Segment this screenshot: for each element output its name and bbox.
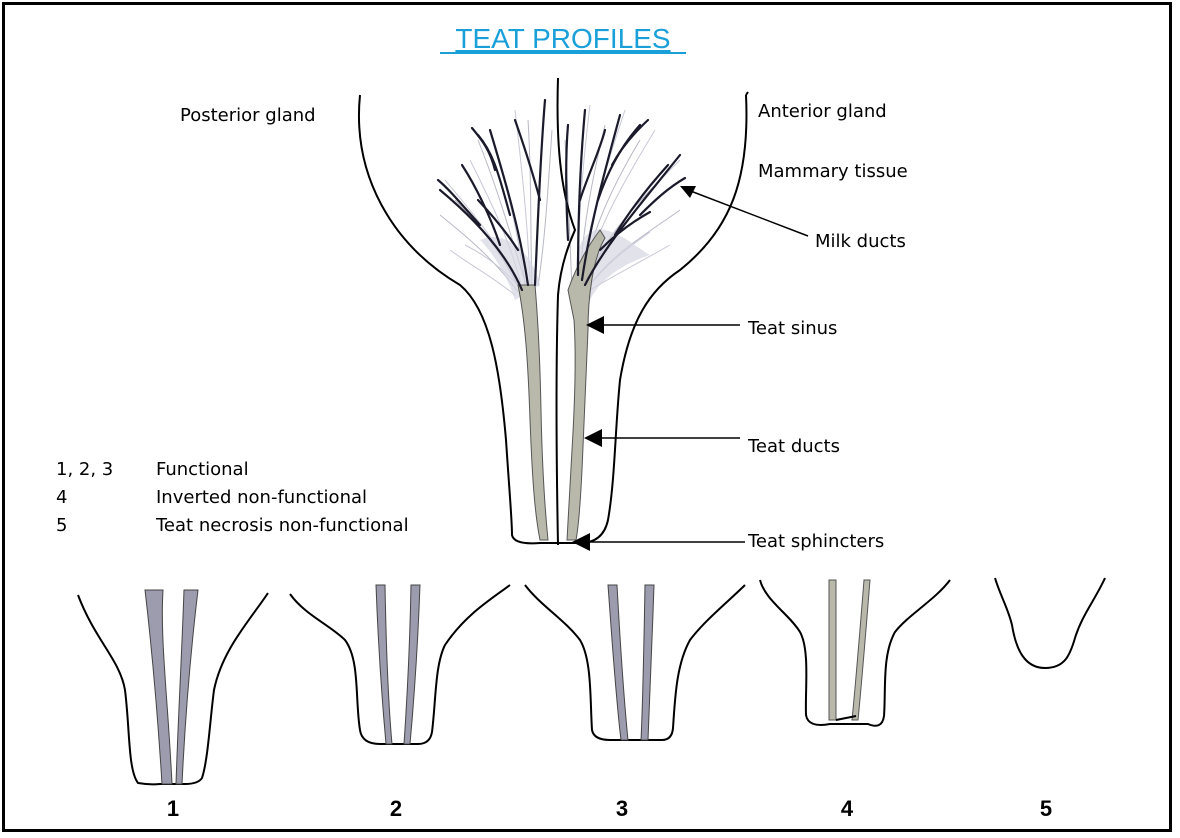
label-teat-sphincters: Teat sphincters [747, 531, 884, 552]
teat-profile-1 [78, 590, 268, 784]
legend-key-3: 5 [56, 515, 67, 536]
legend-key-2: 4 [56, 487, 67, 508]
teat-profile-3 [525, 585, 745, 740]
udder-illustration [359, 78, 747, 545]
label-milk-ducts: Milk ducts [815, 231, 906, 252]
profile-number-4: 4 [841, 796, 854, 821]
arrow-teat-sinus-head [586, 316, 604, 334]
udder-outline [359, 95, 747, 543]
diagram-title: TEAT PROFILES [455, 23, 670, 54]
label-teat-sinus: Teat sinus [747, 318, 837, 339]
label-anterior-gland: Anterior gland [758, 101, 887, 122]
legend-text-1: Functional [156, 459, 249, 480]
teat-profile-2 [290, 585, 510, 744]
arrow-milk-ducts [688, 190, 808, 236]
profile-number-2: 2 [390, 796, 402, 821]
legend-text-3: Teat necrosis non-functional [155, 515, 409, 536]
profile-number-3: 3 [616, 796, 628, 821]
label-teat-ducts: Teat ducts [747, 436, 840, 457]
arrow-teat-ducts-head [584, 429, 602, 447]
label-posterior-gland: Posterior gland [180, 105, 316, 126]
teat-profile-4 [760, 580, 950, 726]
teat-profile-5 [995, 578, 1105, 668]
legend-text-2: Inverted non-functional [156, 487, 367, 508]
label-mammary-tissue: Mammary tissue [758, 161, 908, 182]
legend: 1, 2, 3 Functional 4 Inverted non-functi… [56, 459, 409, 536]
anterior-gland-edge-mark [746, 92, 748, 95]
profile-number-5: 5 [1040, 796, 1052, 821]
profile-number-1: 1 [167, 796, 179, 821]
left-teat-duct [518, 285, 548, 540]
legend-key-1: 1, 2, 3 [56, 459, 113, 480]
